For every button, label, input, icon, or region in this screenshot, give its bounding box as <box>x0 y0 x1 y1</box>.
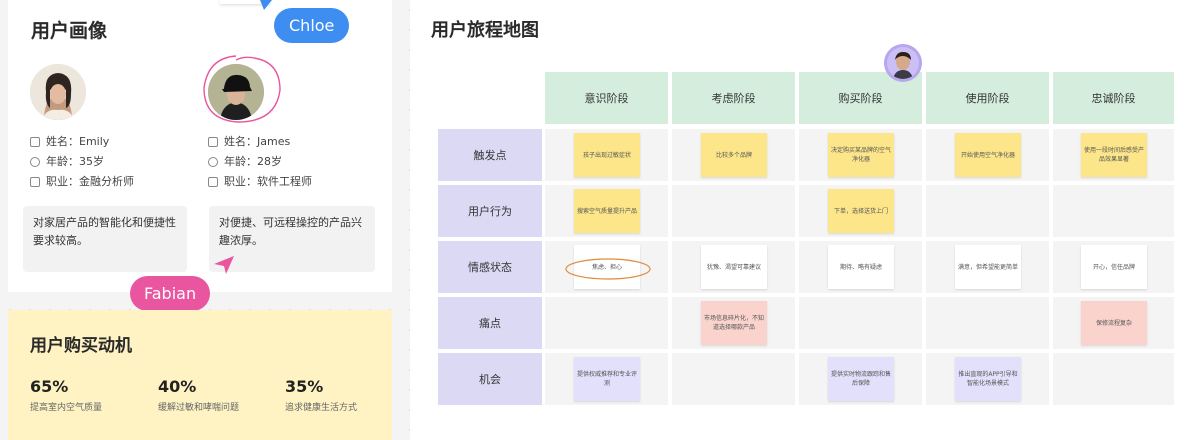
cursor-arrow-icon <box>260 0 272 10</box>
sticky-note[interactable]: 比较多个品牌 <box>701 133 767 177</box>
grid-cell <box>1053 185 1174 237</box>
stat-label: 缓解过敏和哮喘问题 <box>158 403 240 413</box>
sticky-note[interactable]: 开始使用空气净化器 <box>955 133 1021 177</box>
persona-panel: 用户画像 姓名：Emily 年龄：35岁 职业：金融分析师 对家居产品的智能化和… <box>8 0 392 292</box>
sticky-note[interactable]: 搜索空气质量提升产品 <box>574 189 640 233</box>
stat-percent: 35% <box>285 377 324 396</box>
sticky-note[interactable]: 提供权威推荐和专业评测 <box>574 357 640 401</box>
avatar-emily[interactable] <box>30 64 86 120</box>
sticky-note[interactable]: 提供实时物流跟踪和售后保障 <box>828 357 894 401</box>
cursor-label-fabian: Fabian <box>130 276 211 311</box>
user-info-emily: 姓名：Emily 年龄：35岁 职业：金融分析师 <box>30 132 134 192</box>
sticky-note[interactable]: 下单，选择送货上门 <box>828 189 894 233</box>
sticky-note[interactable]: 保修流程复杂 <box>1081 301 1147 345</box>
highlight-scribble <box>203 55 281 123</box>
user-info-james: 姓名：James 年龄：28岁 职业：软件工程师 <box>208 132 312 192</box>
tooltip-fragment <box>220 0 270 4</box>
stat-percent: 65% <box>30 377 69 396</box>
briefcase-icon <box>30 177 40 187</box>
sticky-note[interactable]: 推出直观的APP引导和智能化场景模式 <box>955 357 1021 401</box>
user-name: 姓名：Emily <box>46 135 110 148</box>
grid-cell <box>926 185 1049 237</box>
id-card-icon <box>30 137 40 147</box>
stage-header: 使用阶段 <box>926 72 1049 124</box>
user-job: 职业：金融分析师 <box>46 175 134 188</box>
avatar-james[interactable] <box>208 64 264 120</box>
sticky-note[interactable]: 决定购买某品牌的空气净化器 <box>828 133 894 177</box>
journey-title: 用户旅程地图 <box>431 20 539 41</box>
stat-item: 35% 追求健康生活方式 <box>285 377 357 413</box>
journey-map-panel: 用户旅程地图 意识阶段 考虑阶段 购买阶段 使用阶段 忠诚阶段 触发点 用户行为… <box>410 0 1190 440</box>
grid-cell <box>926 297 1049 349</box>
grid-cell <box>1053 353 1174 405</box>
briefcase-icon <box>208 177 218 187</box>
stat-percent: 40% <box>158 377 197 396</box>
stat-label: 追求健康生活方式 <box>285 403 358 413</box>
sticky-note[interactable]: 使用一段时间后感受产品效果显著 <box>1081 133 1147 177</box>
motive-panel: 用户购买动机 65% 提高室内空气质量 40% 缓解过敏和哮喘问题 35% 追求… <box>8 310 392 440</box>
stage-header: 考虑阶段 <box>672 72 795 124</box>
motive-title: 用户购买动机 <box>30 336 132 356</box>
grid-cell <box>799 297 922 349</box>
cursor-arrow-icon <box>214 256 234 274</box>
grid-cell <box>672 185 795 237</box>
sticky-note[interactable]: 市场信息碎片化，不知道选择哪款产品 <box>701 301 767 345</box>
sticky-note[interactable]: 期待、略有疑虑 <box>828 245 894 289</box>
collaborator-avatar[interactable] <box>884 44 922 82</box>
persona-title: 用户画像 <box>31 20 108 42</box>
sticky-note[interactable]: 开心，信任品牌 <box>1081 245 1147 289</box>
stage-header: 忠诚阶段 <box>1053 72 1174 124</box>
user-job: 职业：软件工程师 <box>224 175 312 188</box>
sticky-note[interactable]: 犹豫、渴望可靠建议 <box>701 245 767 289</box>
row-label: 用户行为 <box>438 185 542 237</box>
clock-icon <box>208 157 218 167</box>
id-card-icon <box>208 137 218 147</box>
user-age: 年龄：28岁 <box>224 155 282 168</box>
sticky-note[interactable]: 孩子出现过敏症状 <box>574 133 640 177</box>
row-label: 情感状态 <box>438 241 542 293</box>
user-name: 姓名：James <box>224 135 291 148</box>
user-desc-emily: 对家居产品的智能化和便捷性要求较高。 <box>23 206 187 272</box>
user-age: 年龄：35岁 <box>46 155 104 168</box>
stage-header: 意识阶段 <box>545 72 668 124</box>
row-label: 痛点 <box>438 297 542 349</box>
sticky-note[interactable]: 焦虑、担心 <box>574 245 640 289</box>
user-desc-james: 对便捷、可远程操控的产品兴趣浓厚。 <box>209 206 375 272</box>
row-label: 触发点 <box>438 129 542 181</box>
clock-icon <box>30 157 40 167</box>
stat-label: 提高室内空气质量 <box>30 403 103 413</box>
stat-item: 40% 缓解过敏和哮喘问题 <box>158 377 239 413</box>
row-label: 机会 <box>438 353 542 405</box>
grid-cell <box>672 353 795 405</box>
sticky-note[interactable]: 满意，但希望能更简单 <box>955 245 1021 289</box>
grid-cell <box>545 297 668 349</box>
highlight-circle <box>565 258 651 280</box>
stat-item: 65% 提高室内空气质量 <box>30 377 102 413</box>
cursor-label-chloe: Chloe <box>274 8 350 43</box>
